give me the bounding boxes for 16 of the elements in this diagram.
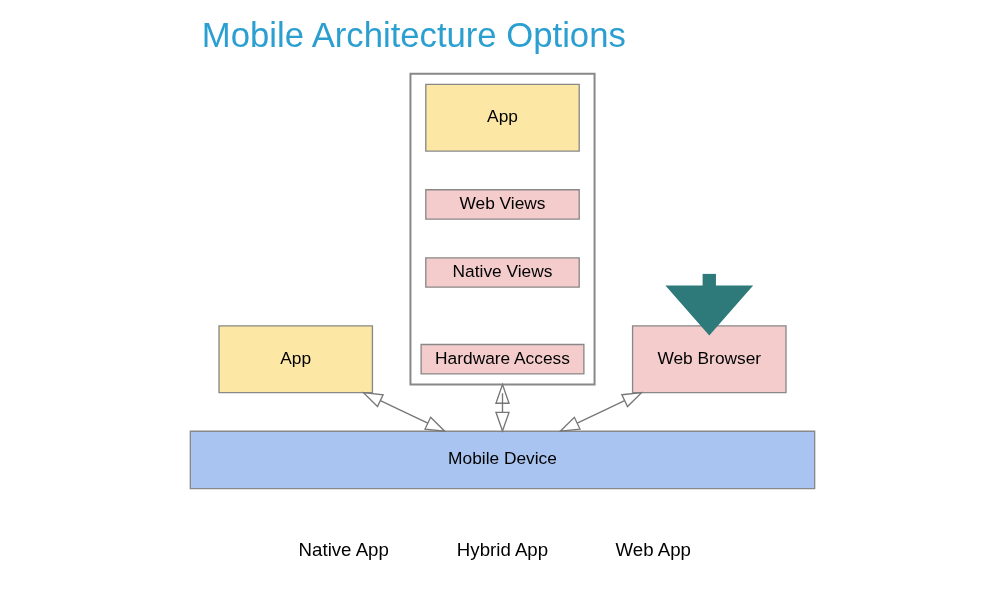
node-box: Hardware Access [420, 343, 585, 375]
label: Native App [298, 539, 389, 561]
node-box: App [425, 83, 580, 152]
node-box: Native Views [425, 257, 580, 288]
node-box: App [218, 325, 374, 394]
arrow [665, 273, 754, 336]
node-box: Web Browser [631, 325, 787, 394]
arrow [361, 391, 447, 433]
arrow [558, 391, 644, 433]
diagram-title: Mobile Architecture Options [201, 15, 626, 54]
arrow [495, 382, 510, 433]
cluster [409, 72, 596, 386]
node-box: Mobile Device [189, 430, 816, 490]
label: Web App [615, 539, 691, 561]
node-box: Web Views [425, 189, 580, 220]
label: Hybrid App [456, 539, 549, 561]
